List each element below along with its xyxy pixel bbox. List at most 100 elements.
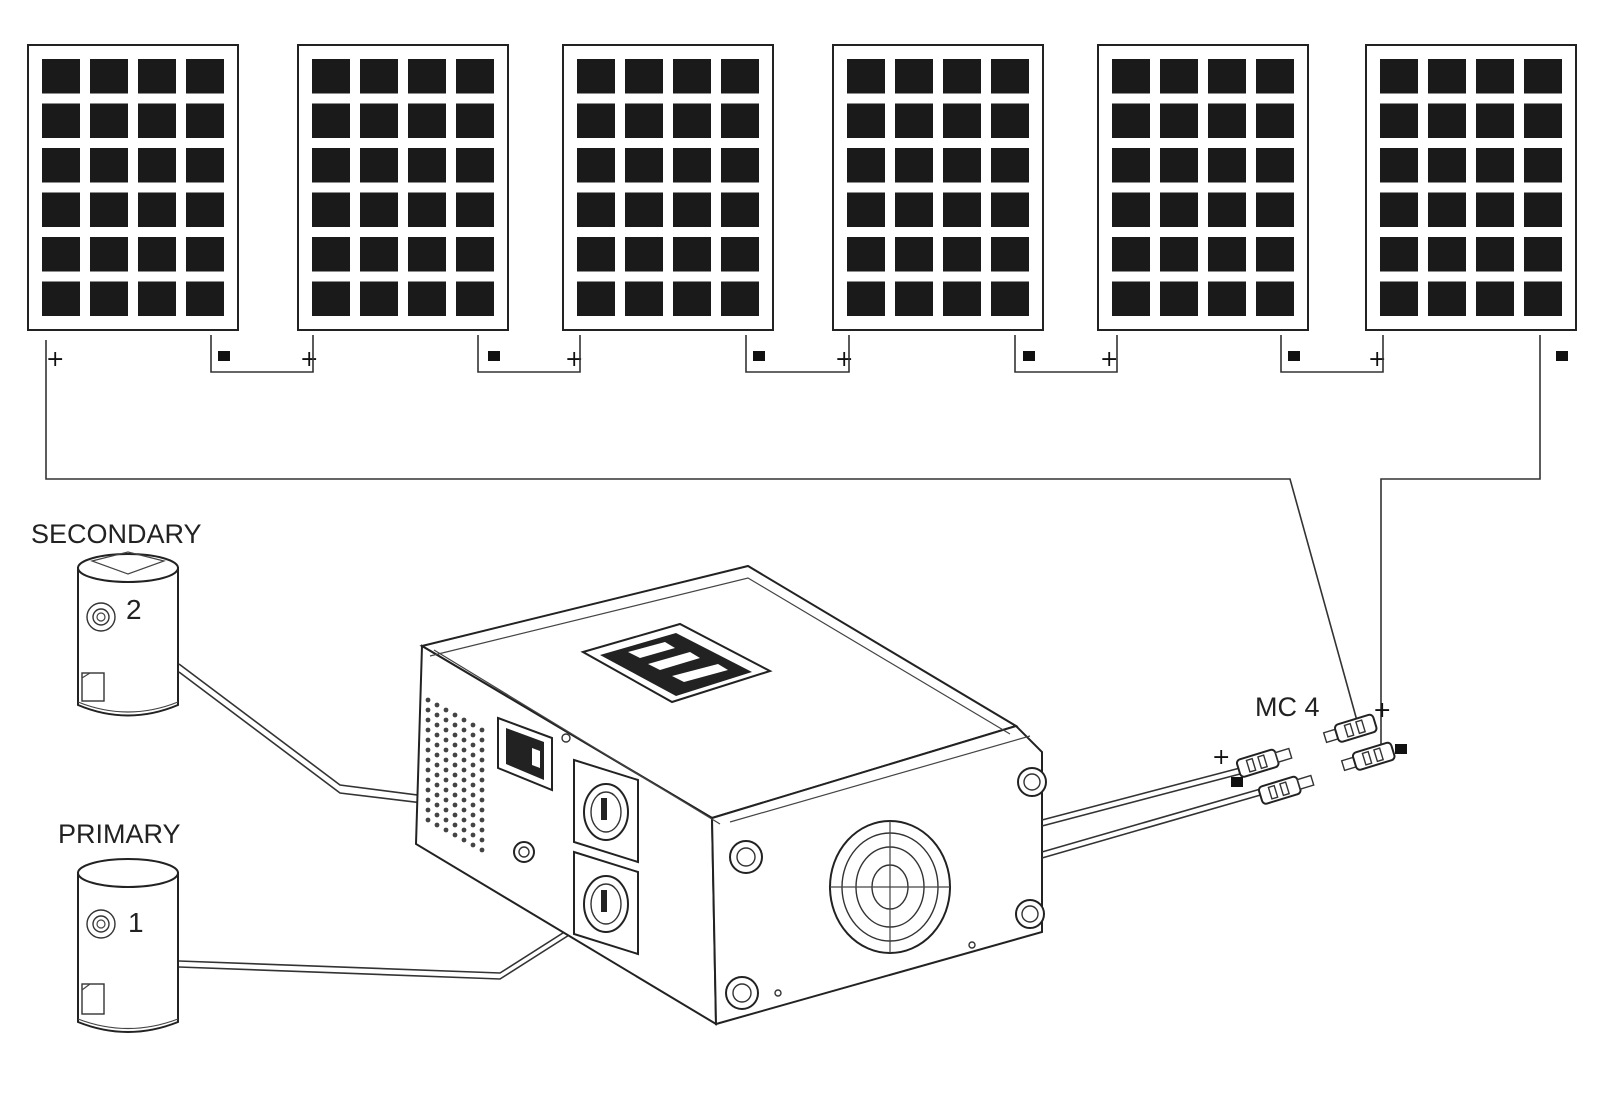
solar-cell (456, 281, 494, 316)
solar-cell (625, 192, 663, 227)
vent-hole (443, 827, 449, 833)
solar-panel-array (27, 44, 1577, 331)
solar-cell (456, 192, 494, 227)
solar-controller-unit (414, 564, 1047, 1026)
connector-plus-symbol: + (1212, 745, 1230, 770)
solar-cell (847, 281, 885, 316)
solar-cell (90, 237, 128, 272)
vent-hole (461, 827, 467, 833)
tank-primary-number: 1 (128, 907, 144, 938)
solar-cell (991, 281, 1029, 316)
solar-cell (138, 103, 176, 138)
solar-cell (895, 281, 933, 316)
solar-cell (138, 281, 176, 316)
solar-cell (1208, 237, 1246, 272)
series-wiring (45, 335, 1541, 748)
vent-hole (452, 732, 458, 738)
solar-cell (625, 237, 663, 272)
solar-cell (895, 103, 933, 138)
solar-cell (991, 192, 1029, 227)
connector-minus-symbol (1231, 777, 1243, 787)
mc4-minus-symbol (1395, 744, 1407, 754)
vent-hole (470, 752, 476, 758)
solar-cell (991, 59, 1029, 94)
solar-cell (408, 103, 446, 138)
solar-cell (1524, 59, 1562, 94)
solar-cell (1208, 192, 1246, 227)
solar-cell (360, 103, 398, 138)
vent-hole (461, 837, 467, 843)
vent-hole (452, 722, 458, 728)
vent-hole (425, 707, 431, 713)
solar-cell (1160, 237, 1198, 272)
solar-cell (673, 103, 711, 138)
solar-cell (408, 192, 446, 227)
positive-home-run (45, 340, 1360, 729)
solar-cell (42, 103, 80, 138)
solar-cell (360, 192, 398, 227)
solar-cell (721, 237, 759, 272)
vent-hole (479, 757, 485, 763)
tank-switch-icon (81, 672, 105, 702)
vent-hole (470, 832, 476, 838)
solar-cell (1428, 103, 1466, 138)
solar-cell (991, 103, 1029, 138)
solar-cell (1160, 103, 1198, 138)
solar-cell (721, 281, 759, 316)
solar-cell (312, 148, 350, 183)
solar-cell (1112, 148, 1150, 183)
solar-cell (1380, 59, 1418, 94)
solar-cell (577, 237, 615, 272)
solar-cell (847, 59, 885, 94)
secondary-water-heater (77, 551, 179, 717)
solar-cell (1428, 237, 1466, 272)
vent-hole (452, 762, 458, 768)
vent-hole (479, 817, 485, 823)
tank-heater-element-icon (86, 909, 116, 939)
solar-cell (895, 192, 933, 227)
solar-cell (1208, 103, 1246, 138)
vent-hole (479, 767, 485, 773)
solar-cell (456, 237, 494, 272)
vent-hole (470, 782, 476, 788)
solar-cell (42, 148, 80, 183)
vent-hole (425, 817, 431, 823)
solar-cell (1256, 103, 1294, 138)
solar-cell (138, 192, 176, 227)
vent-hole (443, 707, 449, 713)
vent-hole (443, 727, 449, 733)
vent-hole (443, 787, 449, 793)
tank-secondary-number: 2 (126, 594, 142, 625)
tank-heater-element-icon (86, 602, 116, 632)
panel-minus-terminal (753, 351, 765, 361)
solar-cell (1160, 281, 1198, 316)
solar-cell (312, 59, 350, 94)
vent-hole (479, 847, 485, 853)
solar-cell (408, 281, 446, 316)
vent-hole (479, 737, 485, 743)
solar-cell (138, 59, 176, 94)
solar-cell (1380, 281, 1418, 316)
solar-cell (1112, 237, 1150, 272)
solar-cell (1160, 192, 1198, 227)
solar-cell (312, 103, 350, 138)
solar-cell (1428, 192, 1466, 227)
vent-hole (479, 727, 485, 733)
vent-hole (443, 737, 449, 743)
solar-cell (1380, 237, 1418, 272)
vent-hole (425, 727, 431, 733)
panel-plus-terminal: + (835, 347, 853, 372)
solar-cell (408, 59, 446, 94)
vent-hole (452, 822, 458, 828)
solar-cell (1380, 148, 1418, 183)
vent-hole (434, 812, 440, 818)
vent-hole (470, 772, 476, 778)
vent-hole (479, 747, 485, 753)
vent-hole (479, 777, 485, 783)
vent-hole (443, 767, 449, 773)
vent-hole (452, 802, 458, 808)
solar-cell (721, 59, 759, 94)
vent-hole (470, 742, 476, 748)
panel-minus-terminal (1023, 351, 1035, 361)
